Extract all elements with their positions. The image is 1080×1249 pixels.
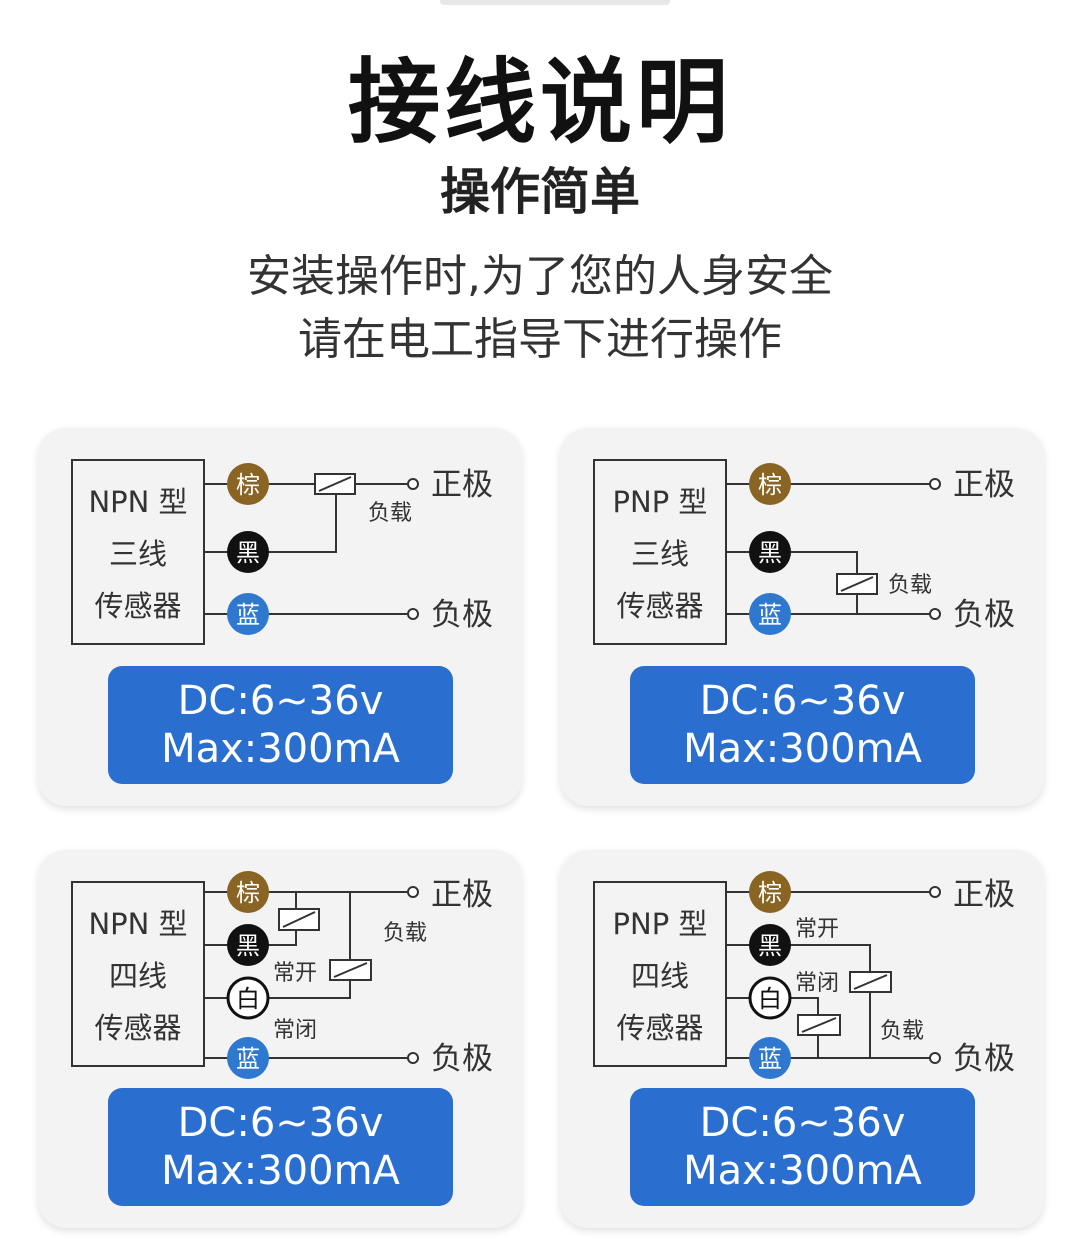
white-label: 白 <box>236 985 260 1013</box>
white-label: 白 <box>758 985 782 1013</box>
spec-badge: DC:6~36v Max:300mA <box>108 1088 453 1206</box>
sensor-wires: 四线 <box>109 959 167 993</box>
brown-wire-dot <box>227 871 269 913</box>
page-subtitle: 操作简单 <box>440 163 640 221</box>
positive-label: 正极 <box>431 467 493 503</box>
positive-label: 正极 <box>431 877 493 913</box>
sensor-label: 传感器 <box>94 589 181 623</box>
pnp-3wire-diagram: PNP 型 三线 传感器 棕 黑 蓝 正极 负极 <box>593 459 1015 645</box>
load-label: 负载 <box>368 501 412 526</box>
spec-badge: DC:6~36v Max:300mA <box>630 1088 975 1206</box>
black-wire-dot <box>227 531 269 573</box>
positive-label: 正极 <box>953 877 1015 913</box>
negative-terminal <box>407 1052 419 1064</box>
brown-label: 棕 <box>758 471 782 499</box>
sensor-label: 传感器 <box>616 1011 703 1045</box>
positive-terminal <box>407 478 419 490</box>
negative-terminal <box>929 608 941 620</box>
current-spec: Max:300mA <box>683 1148 922 1194</box>
spec-badge: DC:6~36v Max:300mA <box>108 666 453 784</box>
normally-open-label: 常开 <box>273 961 317 986</box>
safety-note-2: 请在电工指导下进行操作 <box>298 314 782 365</box>
sensor-box <box>71 881 205 1067</box>
positive-terminal <box>929 886 941 898</box>
sensor-wires: 三线 <box>109 537 167 571</box>
load-label: 负载 <box>888 573 932 598</box>
black-label: 黑 <box>758 932 782 960</box>
current-spec: Max:300mA <box>161 1148 400 1194</box>
sensor-label: 传感器 <box>616 589 703 623</box>
black-wire-dot <box>749 531 791 573</box>
negative-terminal <box>407 608 419 620</box>
pnp-3wire-card: PNP 型 三线 传感器 棕 黑 蓝 正极 负极 <box>560 428 1044 806</box>
npn-4wire-card: NPN 型 四线 传感器 棕 黑 白 蓝 正 <box>38 850 522 1228</box>
normally-closed-label: 常闭 <box>795 971 839 996</box>
blue-label: 蓝 <box>236 1045 260 1073</box>
negative-label: 负极 <box>953 597 1015 633</box>
current-spec: Max:300mA <box>161 726 400 772</box>
positive-terminal <box>407 886 419 898</box>
pnp-4wire-card: PNP 型 四线 传感器 棕 黑 白 蓝 正 <box>560 850 1044 1228</box>
voltage-spec: DC:6~36v <box>177 678 384 724</box>
sensor-type: NPN 型 <box>88 907 187 941</box>
pnp-4wire-diagram: PNP 型 四线 传感器 棕 黑 白 蓝 正 <box>593 871 1015 1079</box>
brown-label: 棕 <box>758 879 782 907</box>
voltage-spec: DC:6~36v <box>177 1100 384 1146</box>
spec-badge: DC:6~36v Max:300mA <box>630 666 975 784</box>
brown-wire-dot <box>227 463 269 505</box>
sensor-wires: 四线 <box>631 959 689 993</box>
load-label: 负载 <box>880 1019 924 1044</box>
white-wire-dot <box>226 976 270 1020</box>
white-wire-dot <box>748 976 792 1020</box>
negative-label: 负极 <box>431 597 493 633</box>
black-label: 黑 <box>236 539 260 567</box>
negative-label: 负极 <box>431 1041 493 1077</box>
black-wire-dot <box>749 924 791 966</box>
brown-wire-dot <box>749 871 791 913</box>
sensor-label: 传感器 <box>94 1011 181 1045</box>
positive-terminal <box>929 478 941 490</box>
blue-wire-dot <box>749 593 791 635</box>
brown-wire-dot <box>749 463 791 505</box>
sensor-type: NPN 型 <box>88 485 187 519</box>
black-wire-dot <box>227 924 269 966</box>
load-label: 负载 <box>383 921 427 946</box>
sensor-type: PNP 型 <box>613 485 708 519</box>
top-handle <box>440 0 670 5</box>
sensor-type: PNP 型 <box>613 907 708 941</box>
negative-terminal <box>929 1052 941 1064</box>
sensor-wires: 三线 <box>631 537 689 571</box>
black-label: 黑 <box>758 539 782 567</box>
black-label: 黑 <box>236 932 260 960</box>
sensor-box <box>593 881 727 1067</box>
voltage-spec: DC:6~36v <box>699 1100 906 1146</box>
page-title: 接线说明 <box>347 49 732 156</box>
blue-wire-dot <box>227 593 269 635</box>
blue-label: 蓝 <box>758 601 782 629</box>
npn-3wire-diagram: NPN 型 三线 传感器 棕 黑 蓝 正极 负极 <box>71 459 493 645</box>
safety-note-1: 安装操作时,为了您的人身安全 <box>247 251 833 302</box>
blue-label: 蓝 <box>758 1045 782 1073</box>
negative-label: 负极 <box>953 1041 1015 1077</box>
brown-label: 棕 <box>236 879 260 907</box>
normally-closed-label: 常闭 <box>273 1018 317 1043</box>
normally-open-label: 常开 <box>795 917 839 942</box>
blue-wire-dot <box>227 1037 269 1079</box>
npn-3wire-card: NPN 型 三线 传感器 棕 黑 蓝 正极 负极 <box>38 428 522 806</box>
current-spec: Max:300mA <box>683 726 922 772</box>
brown-label: 棕 <box>236 471 260 499</box>
blue-label: 蓝 <box>236 601 260 629</box>
npn-4wire-diagram: NPN 型 四线 传感器 棕 黑 白 蓝 正 <box>71 871 493 1079</box>
positive-label: 正极 <box>953 467 1015 503</box>
blue-wire-dot <box>749 1037 791 1079</box>
voltage-spec: DC:6~36v <box>699 678 906 724</box>
